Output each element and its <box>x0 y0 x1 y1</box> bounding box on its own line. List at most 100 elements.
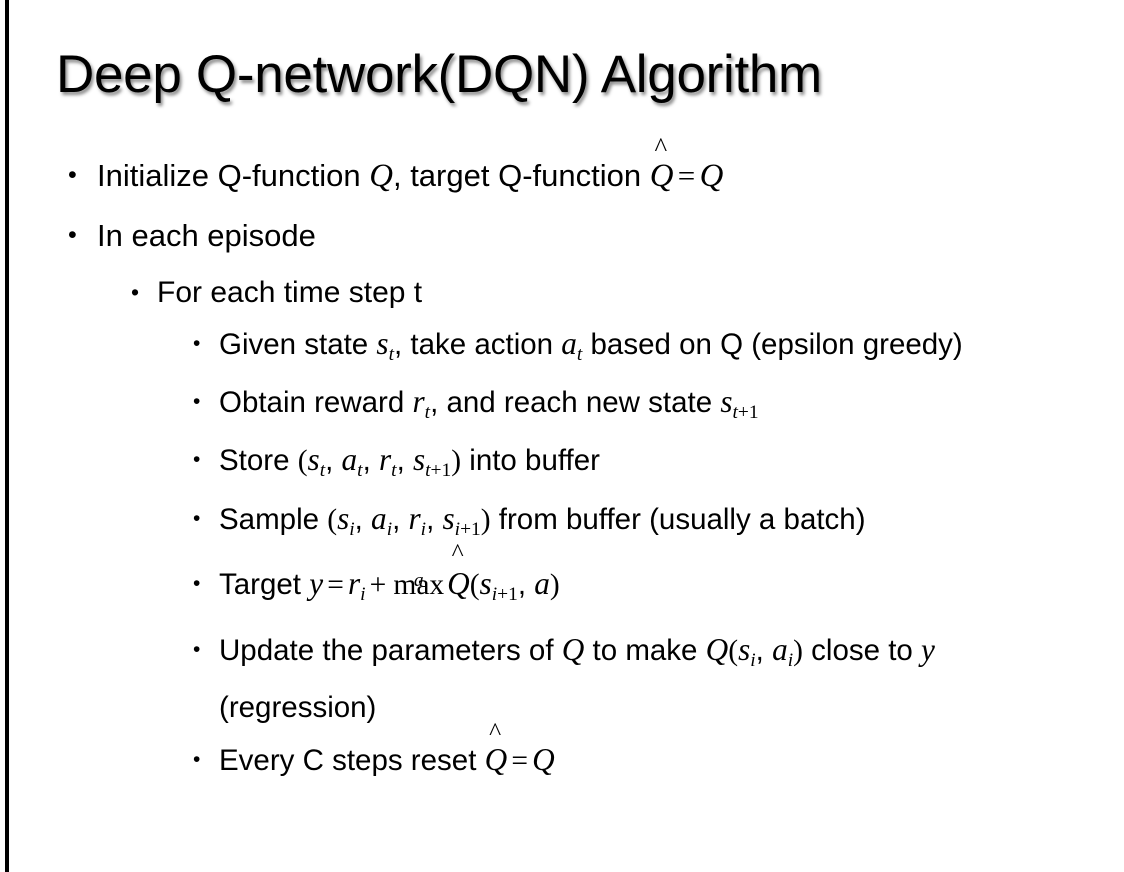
bullet-dot-icon: • <box>193 332 201 355</box>
math-q-base: Q <box>484 742 508 778</box>
bullet-initialize: • Initialize Q-function Q, target Q-func… <box>0 133 1124 206</box>
text-run: Initialize Q-function <box>97 158 370 193</box>
bullet-update-parameters: • Update the parameters of Q to make Q(s… <box>0 626 1124 731</box>
math-equals: = <box>677 158 696 193</box>
open-paren: ( <box>327 503 338 536</box>
math-var-s: s <box>307 442 320 478</box>
math-var-a: a <box>561 326 577 361</box>
math-subscript: i+1 <box>492 584 518 605</box>
close-paren: ) <box>549 568 560 601</box>
math-q-hat: ^Q <box>447 540 470 615</box>
math-q-hat: ^Q <box>484 718 508 788</box>
math-subscript: i <box>750 650 756 672</box>
open-paren: ( <box>469 568 480 601</box>
bullet-for-each-time-step-text: For each time step t <box>157 276 423 309</box>
math-subscript: i <box>386 518 393 540</box>
math-var-r: r <box>347 565 361 601</box>
math-var-a: a <box>371 500 387 536</box>
bullet-update-parameters-text: Update the parameters of Q to make Q(si,… <box>219 626 1100 731</box>
math-q-hat: ^Q <box>649 133 674 206</box>
sub-offset: +1 <box>460 518 481 540</box>
bullet-in-each-episode: • In each episode <box>0 206 1124 265</box>
text-run: , <box>426 502 443 536</box>
math-var-r: r <box>378 442 392 478</box>
sub-offset: +1 <box>737 402 759 424</box>
text-run: , <box>354 502 372 536</box>
math-var-s2: s <box>442 500 455 536</box>
math-subscript: t+1 <box>425 461 451 482</box>
close-paren: ) <box>793 635 803 668</box>
page-title: Deep Q-network(DQN) Algorithm <box>56 45 822 104</box>
text-run: Given state <box>219 328 377 361</box>
sub-offset: +1 <box>497 584 518 606</box>
text-run: into buffer <box>461 444 600 478</box>
sub-offset: +1 <box>430 460 452 482</box>
text-run: Sample <box>219 502 328 536</box>
math-equals: = <box>327 568 344 601</box>
bullet-obtain-reward: • Obtain reward rt, and reach new state … <box>0 378 1124 436</box>
open-paren: ( <box>728 635 739 668</box>
text-run: , target Q-function <box>392 158 650 193</box>
math-subscript: t <box>357 460 363 482</box>
text-run: , and reach new state <box>430 386 721 420</box>
open-paren: ( <box>297 445 308 478</box>
math-var-r: r <box>412 384 425 420</box>
math-q-base: Q <box>447 565 470 601</box>
bullet-for-each-time-step: • For each time step t <box>0 265 1124 320</box>
text-run: to make <box>584 634 706 668</box>
math-var-r: r <box>408 500 421 536</box>
math-subscript: t <box>424 402 431 424</box>
math-subscript: i <box>787 650 794 672</box>
sub-index: t <box>732 402 738 424</box>
math-subscript: i <box>360 584 366 606</box>
math-subscript: t <box>391 460 397 482</box>
bullet-dot-icon: • <box>193 390 201 414</box>
math-subscript: i+1 <box>455 519 481 540</box>
bullet-dot-icon: • <box>193 448 201 472</box>
bullet-dot-icon: • <box>193 506 201 530</box>
bullet-every-c-steps-text: Every C steps reset ^Q=Q <box>219 718 1100 790</box>
math-subscript: t+1 <box>733 402 759 423</box>
math-var-q: Q <box>532 742 555 778</box>
circumflex-accent-icon: ^ <box>654 131 668 162</box>
max-underscript: a <box>413 569 424 591</box>
text-run: , <box>325 444 342 478</box>
bullet-store: • Store (st, at, rt, st+1) into buffer <box>0 436 1124 494</box>
text-run: , <box>396 444 413 478</box>
text-run: , take action <box>394 328 562 361</box>
close-paren: ) <box>451 445 462 478</box>
bullet-every-c-steps: • Every C steps reset ^Q=Q <box>0 718 1124 790</box>
math-equals: = <box>511 745 528 778</box>
close-paren: ) <box>480 503 491 536</box>
bullet-in-each-episode-text: In each episode <box>97 218 316 253</box>
math-var-s: s <box>720 384 733 420</box>
math-var-a: a <box>534 565 550 601</box>
bullet-dot-icon: • <box>193 748 201 772</box>
math-var-q: Q <box>369 158 393 194</box>
math-q-base: Q <box>649 158 674 194</box>
text-run: close to <box>802 634 921 668</box>
circumflex-accent-icon: ^ <box>489 716 502 746</box>
math-var-q2: Q <box>699 158 724 194</box>
text-run: (regression) <box>219 691 377 725</box>
text-run: , <box>392 502 409 536</box>
math-subscript: t <box>319 460 326 482</box>
sub-index: i <box>491 584 498 606</box>
math-var-q1: Q <box>561 632 585 668</box>
max-label: max <box>393 568 445 601</box>
bullet-given-state-text: Given state st, take action at based on … <box>219 320 1100 378</box>
text-run: Update the parameters of <box>219 634 562 668</box>
math-var-s: s <box>479 565 492 601</box>
bullet-dot-icon: • <box>68 221 77 249</box>
bullet-dot-icon: • <box>131 279 140 305</box>
math-plus: + <box>369 568 387 601</box>
bullet-obtain-reward-text: Obtain reward rt, and reach new state st… <box>219 378 1100 436</box>
text-run: Target <box>219 567 310 601</box>
bullet-initialize-text: Initialize Q-function Q, target Q-functi… <box>97 133 1124 206</box>
math-var-s: s <box>738 632 751 668</box>
text-run: from buffer (usually a batch) <box>490 502 866 536</box>
math-var-s: s <box>337 500 350 536</box>
